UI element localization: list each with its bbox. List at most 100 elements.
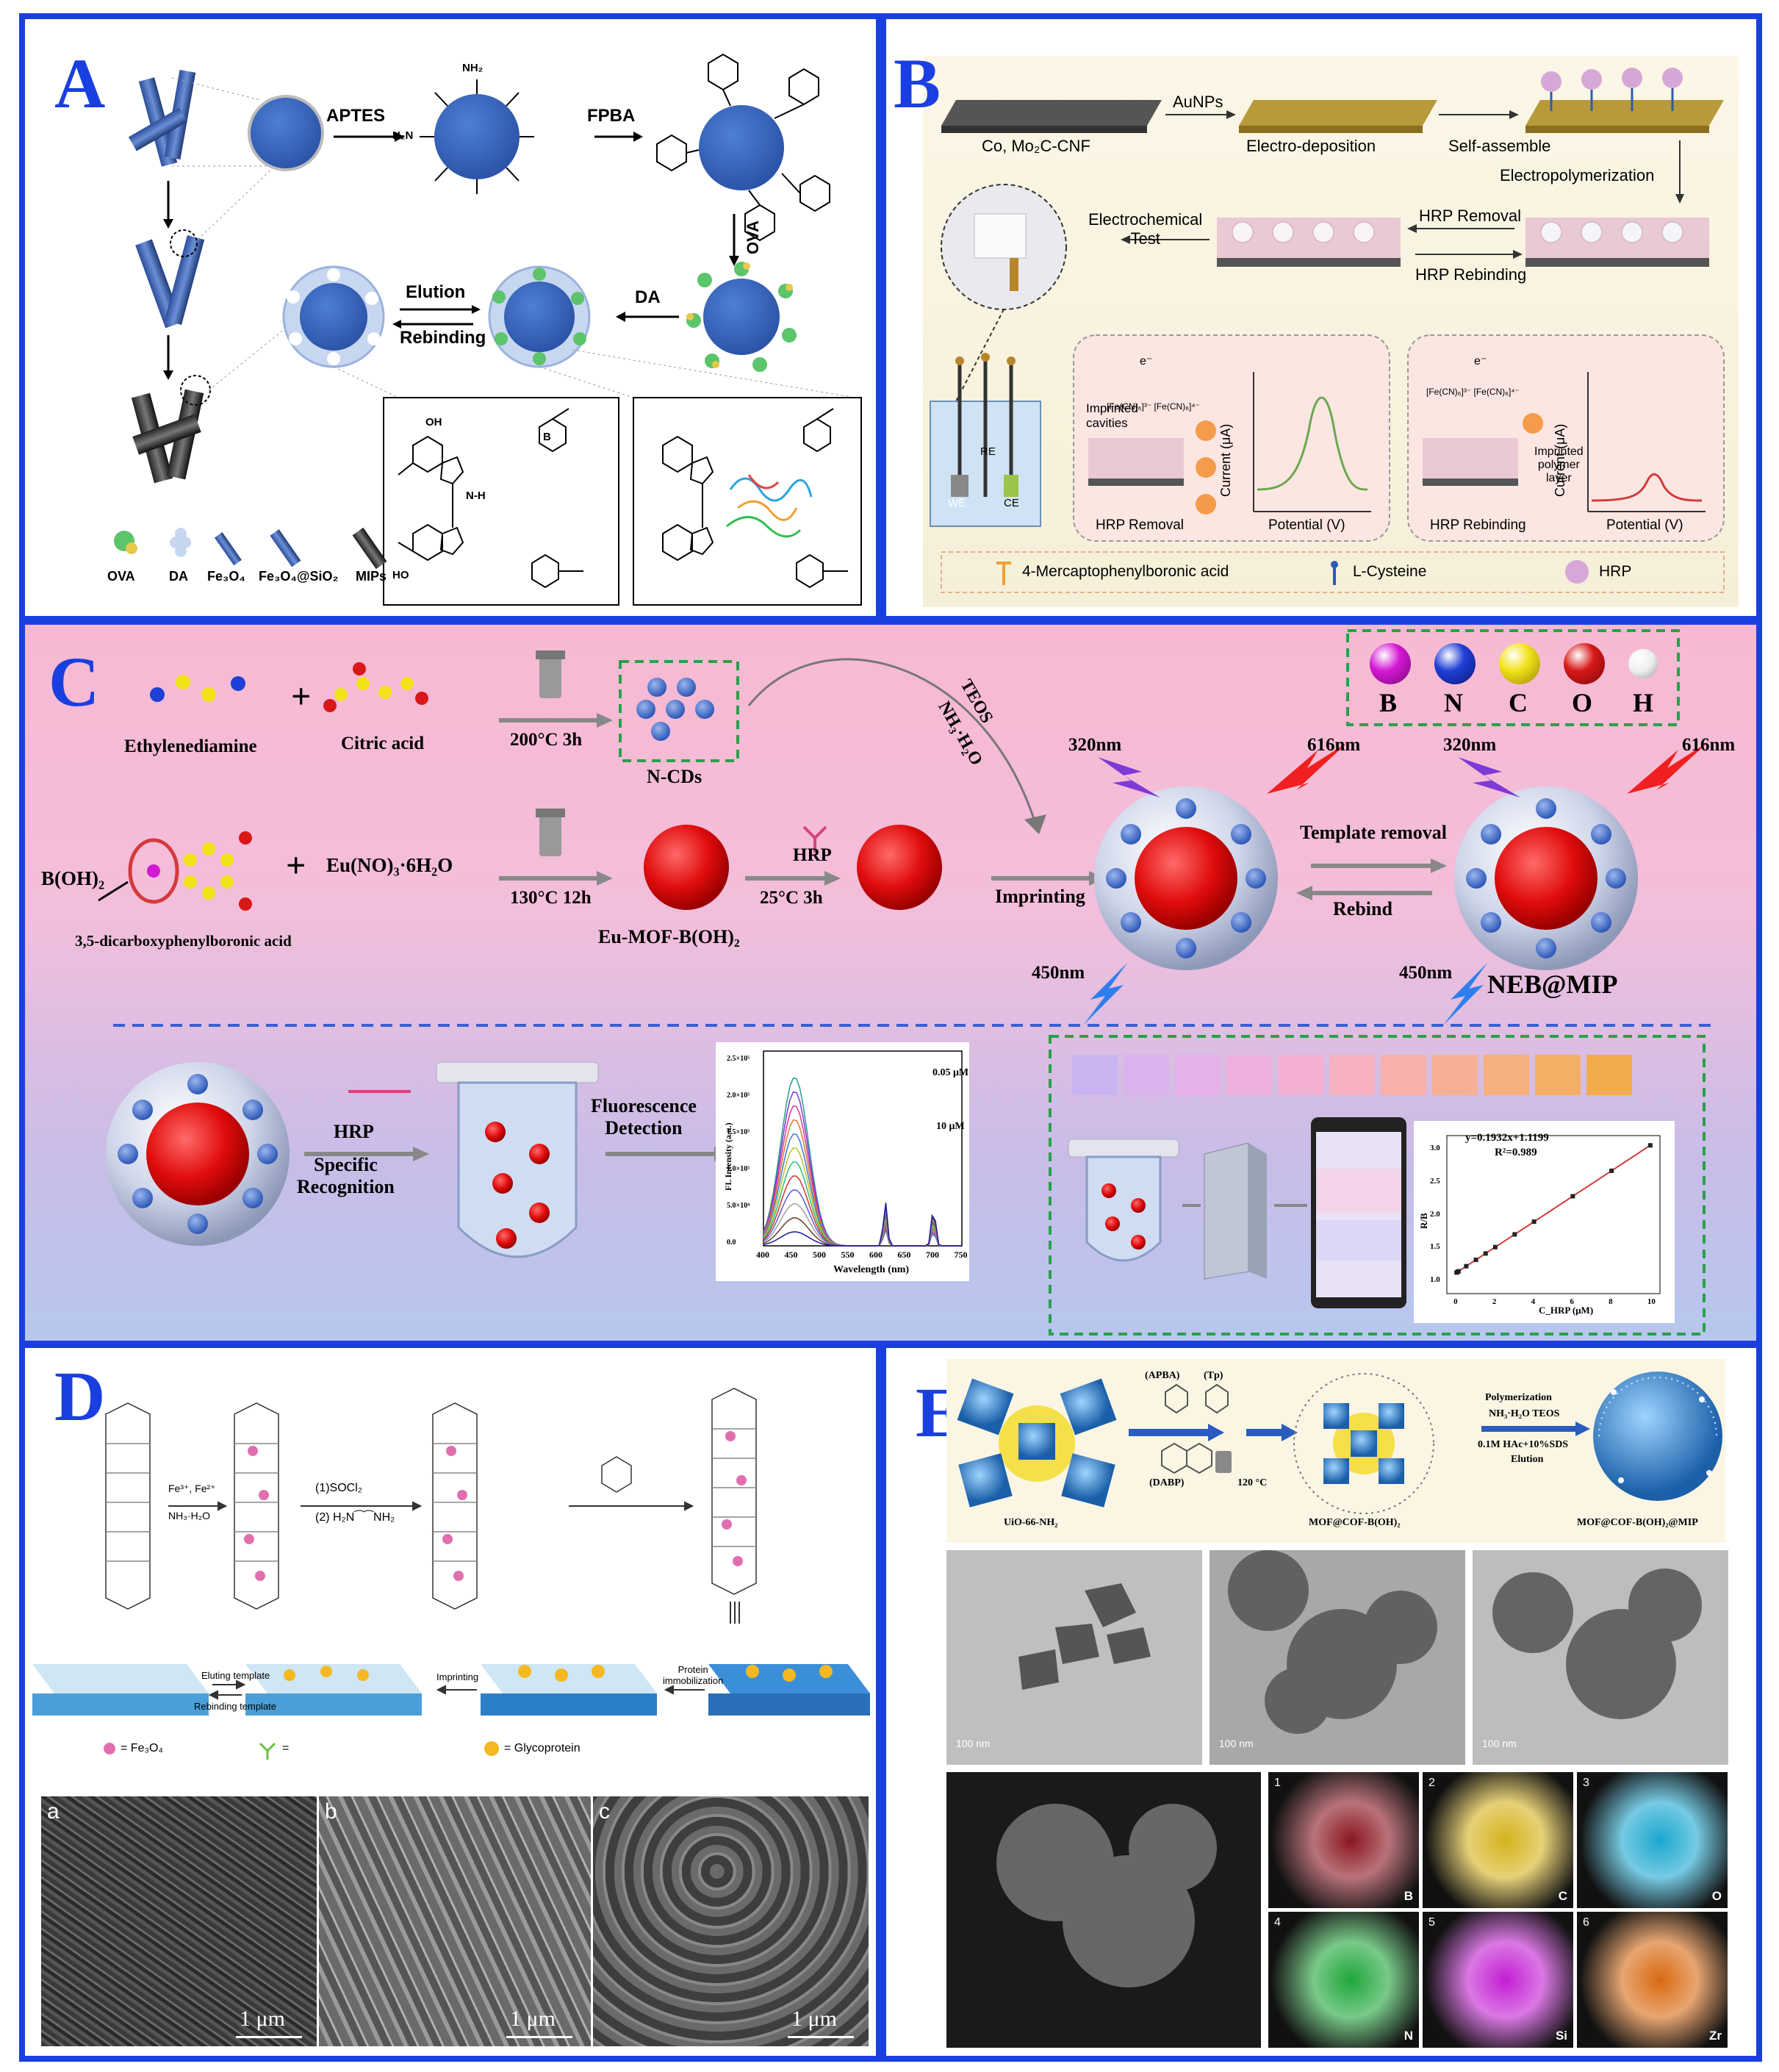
eds-map-number: 3 (1583, 1777, 1589, 1789)
d-reagent-nh3: NH₃·H₂O (168, 1510, 211, 1521)
boh2-label: B(OH)₂ (41, 867, 105, 889)
element-ball (1628, 649, 1658, 678)
calib-ytick: 1.5 (1430, 1242, 1440, 1252)
d-reagent-en: (2) H₂N⁀⁀NH₂ (315, 1511, 395, 1524)
legend-mpba: 4-Mercaptophenylboronic acid (1022, 563, 1229, 580)
inset-redox-label-1: [Fe(CN)₆]³⁻ [Fe(CN)₆]⁴⁻ (1107, 401, 1200, 412)
calib-r2: R²=0.989 (1495, 1147, 1537, 1158)
sem-scale: 1 μm (240, 2007, 285, 2031)
excitation-bolt-2 (1458, 757, 1520, 797)
boronated-particle (699, 105, 784, 190)
panel-b: B (880, 13, 1762, 622)
step-hrp-rebinding: HRP Rebinding (1415, 265, 1527, 284)
eds-map-number: 6 (1583, 1916, 1589, 1929)
eds-map-number: 2 (1428, 1777, 1435, 1789)
rod-cluster-1 (128, 70, 196, 167)
spectrum-xtick: 450 (784, 1250, 798, 1260)
eu-label: Eu(NO)₃·6H₂O (326, 854, 453, 876)
spectrum-xtick: 500 (813, 1250, 826, 1260)
cof-shell (1293, 1373, 1434, 1514)
color-swatch (1484, 1055, 1529, 1095)
product-label: NEB@MIP (1487, 969, 1618, 999)
removal-inset (1073, 334, 1390, 542)
d-step-protein: Protein immobilization (663, 1664, 724, 1686)
fl-spectrum-lines (763, 1077, 962, 1247)
calib-ytick: 2.5 (1430, 1176, 1440, 1186)
calib-ylabel: R/B (1418, 1213, 1429, 1229)
hrp-icon (1565, 560, 1589, 584)
excitation-bolt-1 (1098, 757, 1160, 797)
spectrum-curve (763, 1202, 962, 1247)
step-aptes: APTES (326, 106, 386, 126)
panel-c-scheme (98, 629, 1715, 1336)
e-temp: 120 °C (1237, 1477, 1268, 1488)
aunp-layer (1239, 100, 1437, 126)
ncds-box (619, 660, 739, 762)
step-fpba: FPBA (587, 106, 636, 126)
panel-label-a: A (54, 44, 106, 123)
mip-sphere (1593, 1372, 1722, 1501)
fl-spectrum-bg (716, 1042, 969, 1281)
calib-xtick: 8 (1609, 1297, 1613, 1306)
calib-point (1473, 1258, 1478, 1263)
recognition-hrp: HRP (334, 1121, 374, 1142)
color-swatch (1124, 1055, 1169, 1095)
step-ova: OVA (744, 220, 762, 254)
emission-bolt-3 (1627, 742, 1708, 794)
color-swatch (1329, 1055, 1375, 1095)
ova-bound-particle (703, 279, 780, 355)
plus-sign-1: + (291, 677, 312, 716)
e-mofcof: MOF@COF-B(OH)₂ (1309, 1517, 1401, 1528)
cuvette (1204, 1142, 1249, 1280)
rod-cluster-3 (131, 389, 204, 484)
step-self-assemble: Self-assemble (1448, 137, 1551, 155)
calib-ytick: 1.0 (1430, 1275, 1440, 1285)
calib-xlabel: C_HRP (μM) (1539, 1305, 1594, 1316)
spectrum-xtick: 650 (897, 1250, 911, 1260)
calib-point (1464, 1263, 1469, 1269)
panel-b-scheme (930, 68, 1725, 593)
spectrum-bottom-label: 10 μM (936, 1121, 965, 1132)
cond-130: 130°C 12h (510, 888, 592, 908)
ncds-label: N-CDs (647, 766, 702, 787)
color-swatch (1226, 1055, 1272, 1095)
calib-xtick: 10 (1647, 1297, 1656, 1306)
step-elution: Elution (406, 282, 466, 302)
calib-point (1456, 1269, 1461, 1274)
spectrum-ytick: 2.0×10⁵ (727, 1091, 750, 1100)
element-symbol: O (1572, 688, 1593, 717)
panel-label-b: B (894, 44, 941, 123)
d-reagent-socl2: (1)SOCl₂ (315, 1482, 362, 1494)
calib-xtick: 4 (1531, 1297, 1536, 1306)
cysteine-icon (1331, 561, 1338, 585)
color-swatch (1278, 1055, 1323, 1095)
e-apba: (APBA) (1145, 1370, 1180, 1381)
spectrum-xtick: 750 (954, 1250, 968, 1260)
sem-scale: 1 μm (791, 2007, 837, 2031)
element-ball (1564, 643, 1605, 684)
tem-scale-3: 100 nm (1482, 1738, 1517, 1749)
inset-cavities-label: Imprinted cavities (1086, 401, 1138, 430)
wl-em2-1: 450nm (1032, 963, 1085, 983)
e-uio: UiO-66-NH₂ (1004, 1517, 1058, 1528)
calib-point (1647, 1143, 1653, 1148)
wl-ex-1: 320nm (1068, 735, 1122, 755)
d-reagent-fe: Fe³⁺, Fe²⁺ (168, 1483, 216, 1494)
label-ho: HO (392, 569, 409, 581)
spectrum-ytick: 1.5×10⁵ (727, 1128, 750, 1136)
tube-cap (436, 1061, 599, 1083)
color-swatch (1586, 1055, 1632, 1095)
cond-hrp: HRP (793, 845, 832, 865)
cond-25: 25°C 3h (760, 888, 823, 908)
sem-label: a (47, 1799, 60, 1824)
eds-map-element: Si (1555, 2029, 1567, 2043)
legend-fe3o4-sio2-icon (270, 529, 301, 567)
panel-label-c: C (48, 642, 100, 721)
element-legend-box (1346, 629, 1680, 726)
citric-acid-molecule (323, 662, 428, 712)
spectrum-ytick: 0.0 (727, 1238, 736, 1247)
legend-box-b (941, 551, 1725, 593)
boronic-acid-molecule (147, 831, 252, 911)
